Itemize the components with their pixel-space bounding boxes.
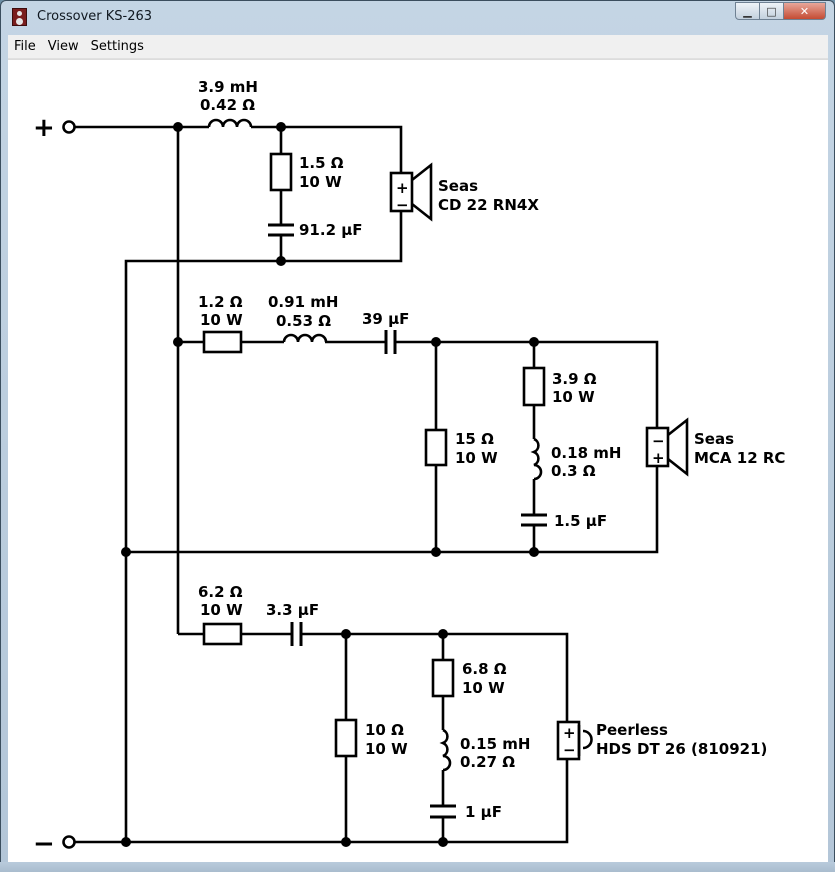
driver-3[interactable] [556, 720, 593, 761]
r5-power-label: 10 W [200, 601, 243, 619]
crossover-schematic: + − [33, 78, 785, 859]
junction-dots [121, 122, 539, 847]
r7-power-label: 10 W [462, 679, 505, 697]
maximize-button[interactable]: □ [759, 2, 784, 20]
c3-value-label: 1.5 µF [554, 512, 607, 530]
l3-resistance-label: 0.3 Ω [551, 462, 596, 480]
l2-resistance-label: 0.53 Ω [276, 312, 331, 330]
c5-value-label: 1 µF [465, 803, 502, 821]
r5-value-label: 6.2 Ω [198, 583, 243, 601]
l4-resistance-label: 0.27 Ω [460, 753, 515, 771]
r2-power-label: 10 W [200, 311, 243, 329]
capacitor-c5[interactable] [430, 804, 456, 819]
minimize-icon: ▁ [743, 4, 752, 18]
menu-view[interactable]: View [47, 39, 79, 54]
caption-buttons: ▁ □ ✕ [735, 2, 826, 20]
menu-bar: File View Settings [8, 35, 828, 59]
capacitor-c4[interactable] [290, 622, 303, 646]
l1-resistance-label: 0.42 Ω [200, 96, 255, 114]
resistor-r3[interactable] [424, 428, 448, 467]
component-labels: 3.9 mH 0.42 Ω 1.5 Ω 10 W 91.2 µF Seas CD… [198, 78, 785, 821]
r1-value-label: 1.5 Ω [299, 154, 344, 172]
c1-value-label: 91.2 µF [299, 221, 363, 239]
window-bottom-border [0, 862, 835, 872]
driver-3-bottom-polarity: − [563, 741, 576, 759]
driver-2-brand: Seas [694, 430, 734, 448]
close-button[interactable]: ✕ [783, 2, 826, 20]
driver-3-model: HDS DT 26 (810921) [596, 740, 767, 758]
negative-terminal-sign: − [33, 829, 55, 859]
r3-power-label: 10 W [455, 449, 498, 467]
resistors [202, 152, 546, 758]
driver-polarity-marks: + − − + + − [396, 179, 665, 759]
menu-settings[interactable]: Settings [90, 39, 144, 54]
r4-value-label: 3.9 Ω [552, 370, 597, 388]
capacitors [268, 223, 547, 819]
driver-1[interactable] [389, 162, 433, 222]
minimize-button[interactable]: ▁ [735, 2, 760, 20]
driver-1-top-polarity: + [396, 179, 409, 197]
r1-power-label: 10 W [299, 173, 342, 191]
l2-inductance-label: 0.91 mH [268, 293, 338, 311]
l4-inductance-label: 0.15 mH [460, 735, 530, 753]
l3-inductance-label: 0.18 mH [551, 444, 621, 462]
positive-terminal[interactable] [62, 120, 76, 134]
close-icon: ✕ [799, 4, 810, 18]
schematic-canvas[interactable]: + − [8, 59, 828, 864]
driver-1-brand: Seas [438, 177, 478, 195]
resistor-r7[interactable] [431, 658, 455, 698]
r7-value-label: 6.8 Ω [462, 660, 507, 678]
speaker-app-icon[interactable] [12, 8, 27, 26]
r4-power-label: 10 W [552, 388, 595, 406]
window-title: Crossover KS-263 [37, 9, 153, 24]
r3-value-label: 15 Ω [455, 430, 494, 448]
capacitor-c3[interactable] [521, 513, 547, 527]
c2-value-label: 39 µF [362, 310, 409, 328]
driver-3-top-polarity: + [563, 724, 576, 742]
resistor-r1[interactable] [269, 152, 293, 192]
l1-inductance-label: 3.9 mH [198, 78, 258, 96]
driver-2-bottom-polarity: + [652, 449, 665, 467]
r6-value-label: 10 Ω [365, 721, 404, 739]
inductor-l1[interactable] [207, 118, 253, 128]
negative-terminal[interactable] [62, 835, 76, 849]
resistor-r5[interactable] [202, 622, 243, 646]
maximize-icon: □ [766, 4, 777, 18]
positive-terminal-sign: + [33, 113, 55, 143]
driver-2-model: MCA 12 RC [694, 449, 785, 467]
driver-2-top-polarity: − [652, 432, 665, 450]
resistor-r4[interactable] [522, 366, 546, 407]
inductor-l4[interactable] [439, 728, 452, 772]
inductor-l2[interactable] [282, 333, 328, 343]
inductor-l3[interactable] [530, 437, 543, 481]
capacitor-c1[interactable] [268, 223, 294, 237]
wires [73, 125, 659, 844]
resistor-r2[interactable] [202, 330, 243, 354]
driver-3-brand: Peerless [596, 721, 668, 739]
driver-2[interactable] [645, 417, 689, 477]
resistor-r6[interactable] [334, 718, 358, 758]
r6-power-label: 10 W [365, 740, 408, 758]
menu-file[interactable]: File [14, 39, 36, 54]
capacitor-c2[interactable] [384, 330, 397, 354]
title-bar[interactable]: Crossover KS-263 ▁ □ ✕ [1, 1, 834, 33]
driver-1-model: CD 22 RN4X [438, 196, 539, 214]
c4-value-label: 3.3 µF [266, 601, 319, 619]
driver-1-bottom-polarity: − [396, 196, 409, 214]
r2-value-label: 1.2 Ω [198, 293, 243, 311]
